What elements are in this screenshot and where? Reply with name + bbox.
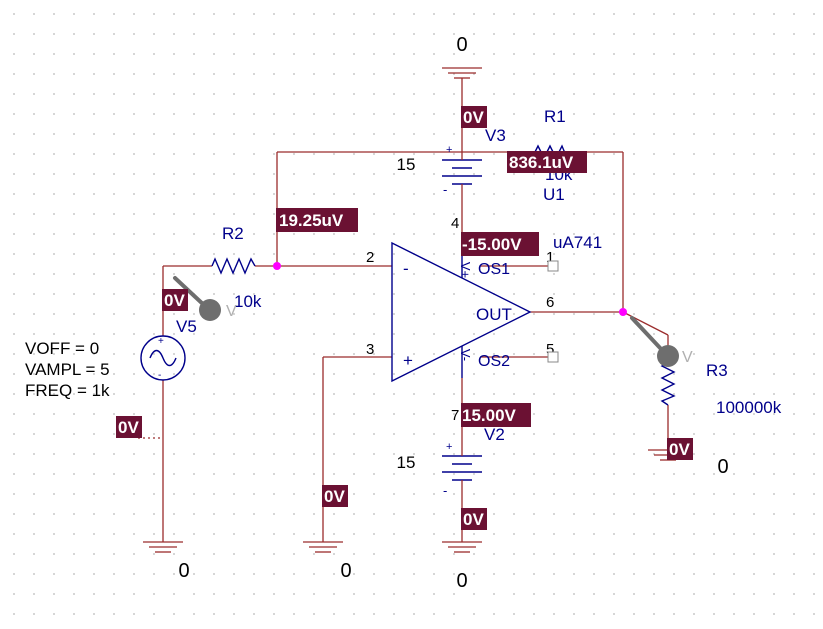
pin-number-3: 3 xyxy=(366,341,374,358)
opamp-vplus-label: V+ xyxy=(458,262,473,278)
svg-text:0V: 0V xyxy=(463,108,484,127)
voltage-marker-inv-node[interactable]: 19.25uV xyxy=(276,208,358,232)
svg-text:0V: 0V xyxy=(118,418,139,437)
os1-terminal[interactable] xyxy=(547,260,559,272)
r3-name: R3 xyxy=(706,361,728,380)
v5-plus-sign: + xyxy=(158,336,164,347)
opamp-part: uA741 xyxy=(553,233,602,252)
ground-symbol-v5[interactable] xyxy=(143,541,183,553)
probe-v5-label: V xyxy=(226,303,237,320)
battery-v3[interactable] xyxy=(442,148,482,196)
svg-text:0V: 0V xyxy=(669,440,690,459)
v5-voff: VOFF = 0 xyxy=(25,339,99,358)
v3-value: 15 xyxy=(397,155,416,174)
pin-number-6: 6 xyxy=(546,294,554,311)
v5-freq: FREQ = 1k xyxy=(25,381,110,400)
ground-label-noninv: 0 xyxy=(340,560,351,582)
opamp-os2-label: OS2 xyxy=(478,353,510,370)
v2-value: 15 xyxy=(397,453,416,472)
r3-value: 100000k xyxy=(716,398,782,417)
v3-plus-sign: + xyxy=(446,144,452,156)
svg-text:0V: 0V xyxy=(164,291,185,310)
pin-number-1: 1 xyxy=(546,249,554,266)
voltage-marker-v5-bottom[interactable]: 0V xyxy=(116,416,142,438)
probe-r3-label: V xyxy=(682,349,693,366)
voltage-marker-r3-bottom[interactable]: 0V xyxy=(667,438,693,460)
os2-terminal[interactable] xyxy=(547,351,559,363)
opamp-name: U1 xyxy=(543,185,565,204)
opamp-vminus-label: V- xyxy=(458,349,473,361)
junction-inv-node xyxy=(273,262,281,270)
svg-text:0V: 0V xyxy=(463,510,484,529)
v2-plus-sign: + xyxy=(446,441,452,453)
ground-label-v5: 0 xyxy=(178,560,189,582)
wire-output-r3[interactable] xyxy=(622,311,669,336)
voltage-marker-r1-out[interactable]: 836.1uV xyxy=(507,151,587,173)
pin-number-4: 4 xyxy=(451,215,459,232)
opamp-minus-sign: - xyxy=(403,259,409,278)
v5-minus-sign: - xyxy=(158,370,161,381)
v3-minus-sign: - xyxy=(443,182,447,197)
junction-output-node xyxy=(619,308,627,316)
v2-minus-sign: - xyxy=(443,483,447,498)
sine-source-v5[interactable] xyxy=(140,335,186,381)
resistor-r3[interactable] xyxy=(660,361,676,406)
r2-name: R2 xyxy=(222,224,244,243)
opamp-plus-sign: + xyxy=(403,351,413,370)
pin-number-5: 5 xyxy=(546,341,554,358)
ground-label-v2: 0 xyxy=(456,570,467,592)
svg-text:836.1uV: 836.1uV xyxy=(509,153,574,172)
v3-name: V3 xyxy=(485,126,506,145)
svg-text:19.25uV: 19.25uV xyxy=(279,211,344,230)
voltage-probe-v5[interactable] xyxy=(173,276,221,321)
ground-symbol-noninv[interactable] xyxy=(303,541,343,553)
svg-text:-15.00V: -15.00V xyxy=(462,235,522,254)
v5-name: V5 xyxy=(176,317,197,336)
battery-v2[interactable] xyxy=(442,440,482,488)
ground-label-r3: 0 xyxy=(717,456,728,478)
voltage-probe-r3[interactable] xyxy=(630,316,679,367)
ground-label-top: 0 xyxy=(456,34,467,56)
v2-name: V2 xyxy=(484,425,505,444)
voltage-marker-pin7[interactable]: 15.00V xyxy=(461,403,531,427)
opamp-os1-label: OS1 xyxy=(478,261,510,278)
r2-value: 10k xyxy=(234,292,262,311)
svg-text:0V: 0V xyxy=(324,487,345,506)
voltage-marker-v3-bottom[interactable]: 0V xyxy=(461,106,487,128)
ground-symbol-v2[interactable] xyxy=(442,541,482,553)
pin-number-2: 2 xyxy=(366,249,374,266)
svg-text:15.00V: 15.00V xyxy=(462,406,517,425)
voltage-marker-v2-bottom[interactable]: 0V xyxy=(461,508,487,530)
voltage-marker-noninv[interactable]: 0V xyxy=(322,485,348,507)
ground-symbol-top[interactable] xyxy=(442,67,482,79)
opamp-out-label: OUT xyxy=(476,305,512,324)
resistor-r2[interactable] xyxy=(211,257,256,275)
v5-vampl: VAMPL = 5 xyxy=(25,360,110,379)
r1-name: R1 xyxy=(544,107,566,126)
pin-number-7: 7 xyxy=(451,407,459,424)
voltage-marker-pin4[interactable]: -15.00V xyxy=(461,232,539,256)
voltage-marker-v5-top[interactable]: 0V xyxy=(162,289,188,311)
